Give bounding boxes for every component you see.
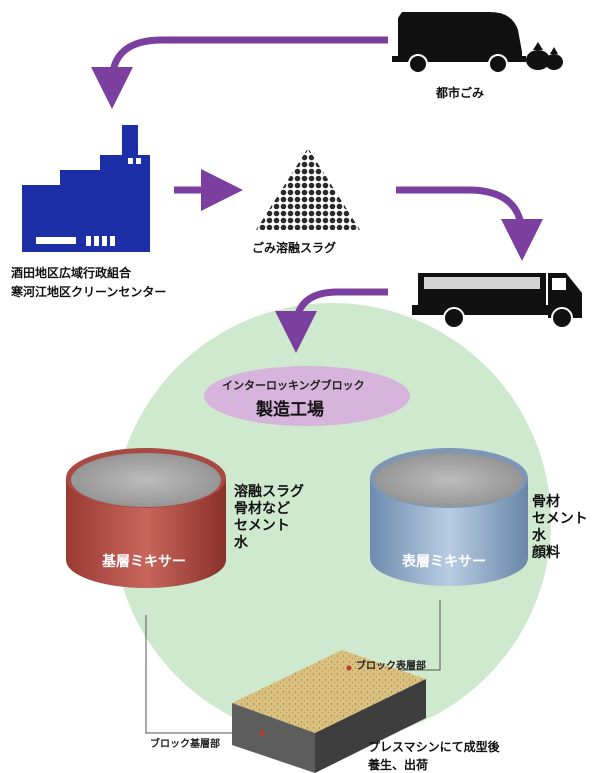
surface-mixer-label: 表層ミキサー: [402, 554, 486, 570]
base-input-item: 骨材など: [234, 501, 290, 517]
plant-subtitle: インターロッキングブロック: [222, 379, 365, 392]
block-icon: [232, 650, 426, 773]
factory-icon: [22, 125, 150, 252]
arrow-garbage-to-facility: [91, 36, 388, 109]
facility-label-line1: 酒田地区広域行政組合: [11, 266, 132, 280]
base-mixer-icon: [66, 448, 226, 588]
surface-input-item: セメント: [532, 511, 588, 527]
surface-mixer-icon: [370, 448, 528, 586]
base-input-item: 溶融スラグ: [234, 484, 304, 500]
surface-input-item: 骨材: [532, 494, 560, 510]
surface-mixer-inputs: 骨材 セメント 水 顔料: [532, 494, 588, 562]
base-input-item: セメント: [234, 518, 290, 534]
block-caption-line1: プレスマシンにて成型後: [368, 740, 500, 754]
base-mixer-label: 基層ミキサー: [102, 554, 186, 570]
block-base-label: ブロック基層部: [150, 739, 220, 750]
plant-title: 製造工場: [256, 400, 324, 420]
base-mixer-inputs: 溶融スラグ 骨材など セメント 水: [234, 484, 304, 552]
block-caption-line2: 養生、出荷: [368, 758, 429, 772]
base-input-item: 水: [234, 535, 248, 551]
garbage-truck-icon: [392, 12, 526, 74]
slag-label: ごみ溶融スラグ: [252, 241, 337, 255]
surface-input-item: 顔料: [532, 545, 560, 561]
garbage-bags-icon: [526, 42, 563, 70]
block-top-label: ブロック表層部: [356, 661, 426, 672]
facility-label-line2: 寒河江地区クリーンセンター: [11, 285, 167, 299]
plant-oval: [204, 366, 410, 426]
dump-truck-icon: [412, 273, 582, 329]
garbage-label: 都市ごみ: [436, 86, 485, 100]
arrow-truck-to-plant: [275, 288, 388, 353]
surface-input-item: 水: [532, 528, 546, 544]
arrow-slag-to-truck: [396, 186, 543, 261]
slag-pile-icon: [256, 148, 360, 230]
callout-line-base: [145, 615, 260, 734]
